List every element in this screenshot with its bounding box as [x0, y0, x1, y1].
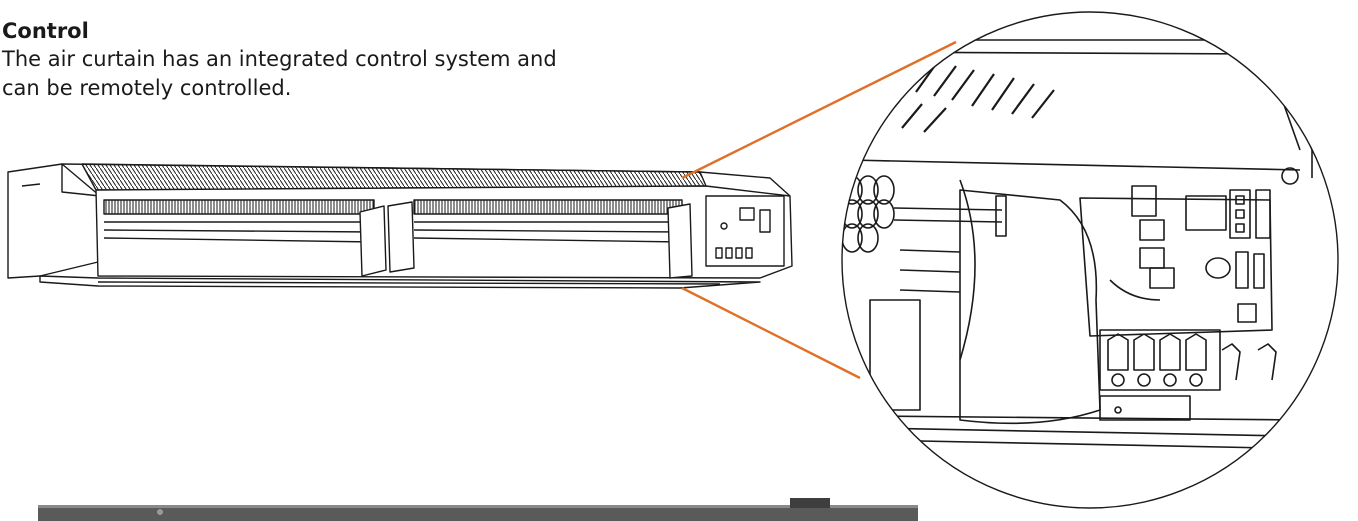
bracket-right	[387, 201, 415, 273]
screw-hole	[1281, 167, 1299, 185]
zoom-detail	[841, 11, 1339, 509]
bottom-panel	[38, 498, 918, 521]
bracket-end	[667, 203, 693, 279]
control-compartment	[705, 195, 785, 267]
bottom-rail	[39, 275, 761, 289]
air-curtain-unit	[7, 163, 793, 289]
callout-lines	[681, 40, 957, 380]
front-fins-left	[103, 199, 375, 215]
relay	[1185, 195, 1227, 231]
section-body-line-1: The air curtain has an integrated contro…	[2, 47, 557, 71]
zoom-terminal-block	[1099, 329, 1221, 391]
zoom-circle	[841, 11, 1339, 509]
left-end-cap	[7, 163, 101, 279]
zoom-pcb	[1079, 197, 1273, 337]
section-body-line-2: can be remotely controlled.	[2, 76, 292, 100]
bracket-left	[359, 205, 387, 277]
callout-line-top	[681, 40, 957, 180]
zoom-fan-coil	[842, 175, 895, 253]
control-section: Control The air curtain has an integrate…	[2, 18, 702, 103]
callout-line-bottom	[681, 286, 861, 380]
front-fins-right	[413, 199, 683, 215]
section-heading: Control	[2, 19, 89, 43]
